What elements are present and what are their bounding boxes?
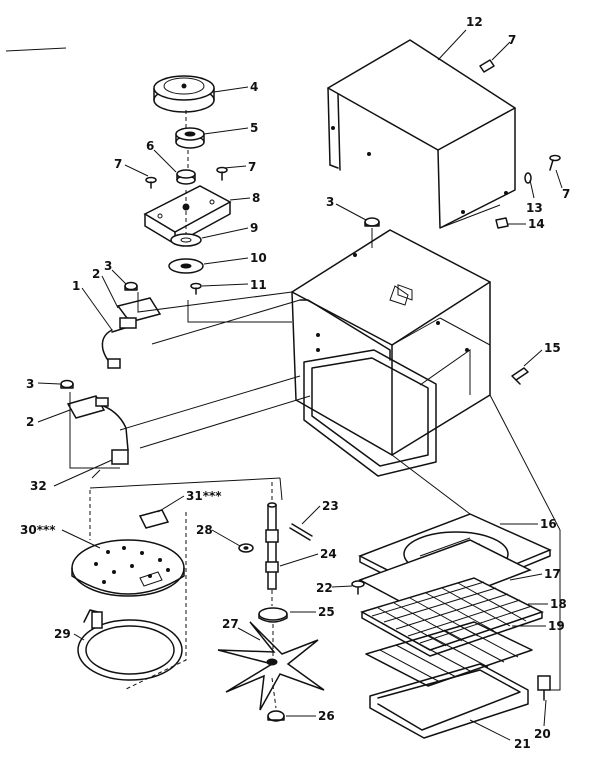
bracket-2-upper (116, 297, 162, 323)
callout-3: 3 (26, 377, 34, 391)
callout-labels: 4 5 6 7 7 7 7 8 9 10 11 12 13 14 3 3 3 1… (20, 15, 570, 751)
shaft-24 (265, 502, 279, 590)
shield-31 (138, 509, 170, 529)
callout-22: 22 (316, 581, 333, 595)
screw-7-cover (479, 59, 495, 73)
callout-28: 28 (196, 523, 213, 537)
callout-13: 13 (526, 201, 543, 215)
callout-16: 16 (540, 517, 557, 531)
callout-31: 31*** (186, 489, 222, 503)
callout-8: 8 (252, 191, 260, 205)
grid-rack-18 (360, 577, 544, 657)
pin-23 (289, 523, 313, 541)
callout-20: 20 (534, 727, 551, 741)
screw-7-right (549, 154, 561, 171)
callout-23: 23 (322, 499, 339, 513)
callout-3: 3 (326, 195, 334, 209)
washer-13 (524, 172, 532, 184)
callout-29: 29 (54, 627, 71, 641)
callout-17: 17 (544, 567, 561, 581)
callout-26: 26 (318, 709, 335, 723)
latch-20 (537, 675, 551, 701)
callout-10: 10 (250, 251, 267, 265)
callout-15: 15 (544, 341, 561, 355)
outer-cabinet-cover (327, 39, 516, 229)
wire-rack-19 (365, 621, 533, 687)
scan-mark (5, 47, 67, 52)
callout-11: 11 (250, 278, 267, 292)
callout-30: 30*** (20, 523, 56, 537)
callout-9: 9 (250, 221, 258, 235)
callout-3: 3 (104, 259, 112, 273)
callout-19: 19 (548, 619, 565, 633)
callout-2: 2 (26, 415, 34, 429)
washer-28-upper (238, 543, 254, 553)
callout-2: 2 (92, 267, 100, 281)
tray-21 (369, 663, 529, 739)
callout-32: 32 (30, 479, 47, 493)
inner-cabinet (291, 229, 491, 477)
callout-7: 7 (248, 160, 256, 174)
callout-7: 7 (562, 187, 570, 201)
callout-leaders (37, 29, 563, 741)
callout-24: 24 (320, 547, 337, 561)
callout-6: 6 (146, 139, 154, 153)
callout-1: 1 (72, 279, 80, 293)
callout-4: 4 (250, 80, 258, 94)
screw-14 (495, 217, 509, 229)
callout-14: 14 (528, 217, 545, 231)
clip-15 (511, 367, 529, 385)
fan-axis (271, 482, 277, 709)
callout-27: 27 (222, 617, 239, 631)
callout-7: 7 (508, 33, 516, 47)
heater-plate-30 (71, 539, 185, 597)
bracket-2-lower (66, 395, 106, 419)
heating-element-29 (77, 609, 183, 681)
assembly-lines (69, 228, 561, 691)
nut-26 (267, 710, 285, 722)
nut-3-upper (364, 217, 380, 227)
nut-3-left (124, 281, 138, 291)
screw-22 (351, 580, 365, 595)
callout-7: 7 (114, 157, 122, 171)
wire-harness-1 (101, 317, 137, 369)
callout-21: 21 (514, 737, 531, 751)
heater-dashed-outline (89, 490, 187, 691)
callout-25: 25 (318, 605, 335, 619)
nut-3-lower (60, 379, 74, 389)
pulley-assembly (143, 75, 232, 295)
callout-12: 12 (466, 15, 483, 29)
hub-25 (258, 607, 288, 623)
callout-5: 5 (250, 121, 258, 135)
callout-18: 18 (550, 597, 567, 611)
fan-blade-27 (217, 621, 325, 711)
